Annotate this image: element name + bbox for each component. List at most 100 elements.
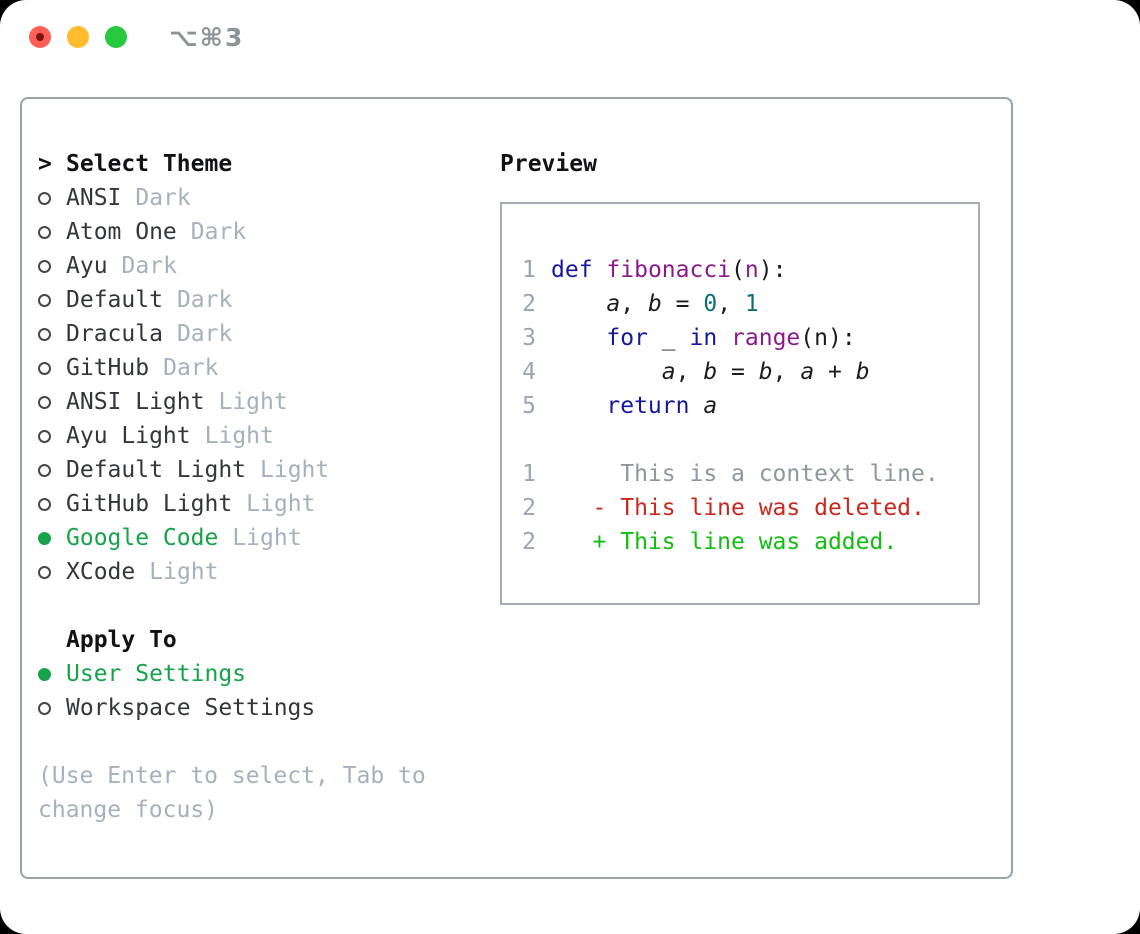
apply-option-workspace-settings[interactable]: Workspace Settings	[38, 691, 500, 725]
code-content: a, b = b, a + b	[551, 355, 870, 389]
code-segment-kw: for	[606, 325, 648, 351]
theme-option-github-light[interactable]: GitHub Light Light	[38, 487, 500, 521]
code-content: - This line was deleted.	[551, 491, 925, 525]
code-segment-pl: (	[731, 257, 745, 283]
cursor-icon: >	[38, 151, 52, 177]
theme-option-label: Default	[66, 287, 163, 313]
preview-line: 4 a, b = b, a + b	[522, 355, 978, 389]
radio-selected-icon	[38, 531, 51, 545]
close-button-dot-icon	[36, 33, 44, 41]
code-segment-pl: ,	[620, 291, 648, 317]
code-segment-va: a	[606, 291, 621, 317]
theme-option-variant: Light	[232, 525, 302, 551]
radio-icon	[38, 395, 51, 409]
radio-icon	[38, 565, 51, 579]
code-segment-va: b	[855, 359, 870, 385]
code-segment-pl: ,	[675, 359, 704, 385]
code-segment-kw: return	[606, 393, 690, 419]
apply-to-header: Apply To	[38, 623, 500, 657]
window-title: ⌥⌘3	[169, 22, 245, 52]
theme-option-variant: Light	[204, 423, 274, 449]
preview-line: 5 return a	[522, 389, 978, 423]
radio-icon	[38, 497, 51, 511]
theme-option-github[interactable]: GitHub Dark	[38, 351, 500, 385]
theme-option-variant: Dark	[176, 287, 233, 313]
radio-icon	[38, 293, 51, 307]
code-segment-ad: + This line was added.	[551, 529, 898, 555]
line-number: 5	[522, 393, 536, 419]
code-content: + This line was added.	[551, 525, 898, 559]
theme-option-variant: Dark	[190, 219, 247, 245]
radio-icon	[38, 463, 51, 477]
preview-line: 2 + This line was added.	[522, 525, 978, 559]
theme-option-variant: Light	[149, 559, 219, 585]
help-text: (Use Enter to select, Tab to change focu…	[38, 763, 426, 823]
code-segment-pl	[551, 325, 606, 351]
preview-line: 2 - This line was deleted.	[522, 491, 978, 525]
titlebar: ⌥⌘3	[29, 23, 244, 52]
line-number: 4	[522, 359, 536, 385]
theme-option-variant: Dark	[163, 355, 219, 381]
theme-option-label: GitHub	[66, 355, 150, 381]
close-button[interactable]	[29, 26, 51, 48]
apply-option-user-settings[interactable]: User Settings	[38, 657, 500, 691]
code-segment-nu: 1	[744, 291, 759, 317]
code-content: This is a context line.	[551, 457, 939, 491]
code-segment-nu: 0	[703, 291, 718, 317]
apply-option-label: User Settings	[66, 661, 247, 687]
code-content: for _ in range(n):	[551, 321, 855, 355]
code-segment-pl	[551, 393, 606, 419]
code-content: def fibonacci(n):	[551, 253, 786, 287]
code-content: a, b = 0, 1	[551, 287, 759, 321]
apply-to-title: Apply To	[66, 627, 177, 653]
code-segment-pl: ,	[717, 291, 745, 317]
preview-line: 1 This is a context line.	[522, 457, 978, 491]
code-segment-pl	[717, 325, 731, 351]
theme-option-ansi[interactable]: ANSI Dark	[38, 181, 500, 215]
code-segment-de: - This line was deleted.	[551, 495, 925, 521]
radio-icon	[38, 361, 51, 375]
theme-option-label: XCode	[66, 559, 136, 585]
code-segment-va: a	[800, 359, 815, 385]
code-segment-pl: =	[661, 291, 704, 317]
radio-icon	[38, 327, 51, 341]
line-number: 3	[522, 325, 536, 351]
code-segment-pl	[689, 393, 703, 419]
theme-option-label: GitHub Light	[66, 491, 233, 517]
code-segment-va: b	[647, 291, 662, 317]
code-segment-fn: range	[731, 325, 801, 351]
theme-option-variant: Light	[246, 491, 316, 517]
preview-line: 3 for _ in range(n):	[522, 321, 978, 355]
theme-option-default[interactable]: Default Dark	[38, 283, 500, 317]
theme-option-variant: Dark	[135, 185, 191, 211]
line-number: 2	[522, 291, 536, 317]
minimize-button[interactable]	[67, 26, 89, 48]
line-number: 1	[522, 461, 536, 487]
code-segment-kw: in	[689, 325, 718, 351]
code-segment-pl: =	[717, 359, 759, 385]
preview-line: 2 a, b = 0, 1	[522, 287, 978, 321]
radio-icon	[38, 429, 51, 443]
code-segment-va: b	[758, 359, 773, 385]
code-segment-cx: This is a context line.	[551, 461, 939, 487]
code-segment-va: b	[703, 359, 718, 385]
code-segment-fn: n	[744, 257, 759, 283]
code-segment-pl: n	[814, 325, 829, 351]
maximize-button[interactable]	[105, 26, 127, 48]
radio-selected-icon	[38, 667, 51, 681]
theme-option-xcode[interactable]: XCode Light	[38, 555, 500, 589]
theme-option-label: ANSI	[66, 185, 122, 211]
